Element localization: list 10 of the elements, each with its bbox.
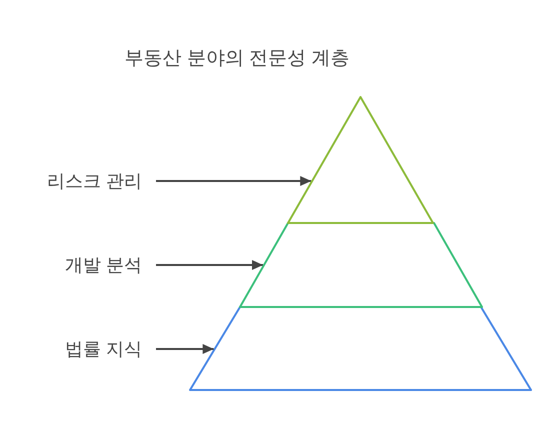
diagram-title: 부동산 분야의 전문성 계층	[124, 47, 350, 71]
pyramid-layer	[189, 306, 532, 391]
pyramid-layer	[239, 222, 483, 308]
layer-label: 법률 지식	[64, 338, 142, 360]
arrow	[156, 260, 263, 270]
layer-label: 리스크 관리	[46, 170, 142, 192]
layer-label: 개발 분석	[64, 254, 142, 276]
arrow	[156, 176, 312, 186]
arrow	[156, 344, 214, 354]
pyramid-top-layer	[287, 96, 434, 224]
